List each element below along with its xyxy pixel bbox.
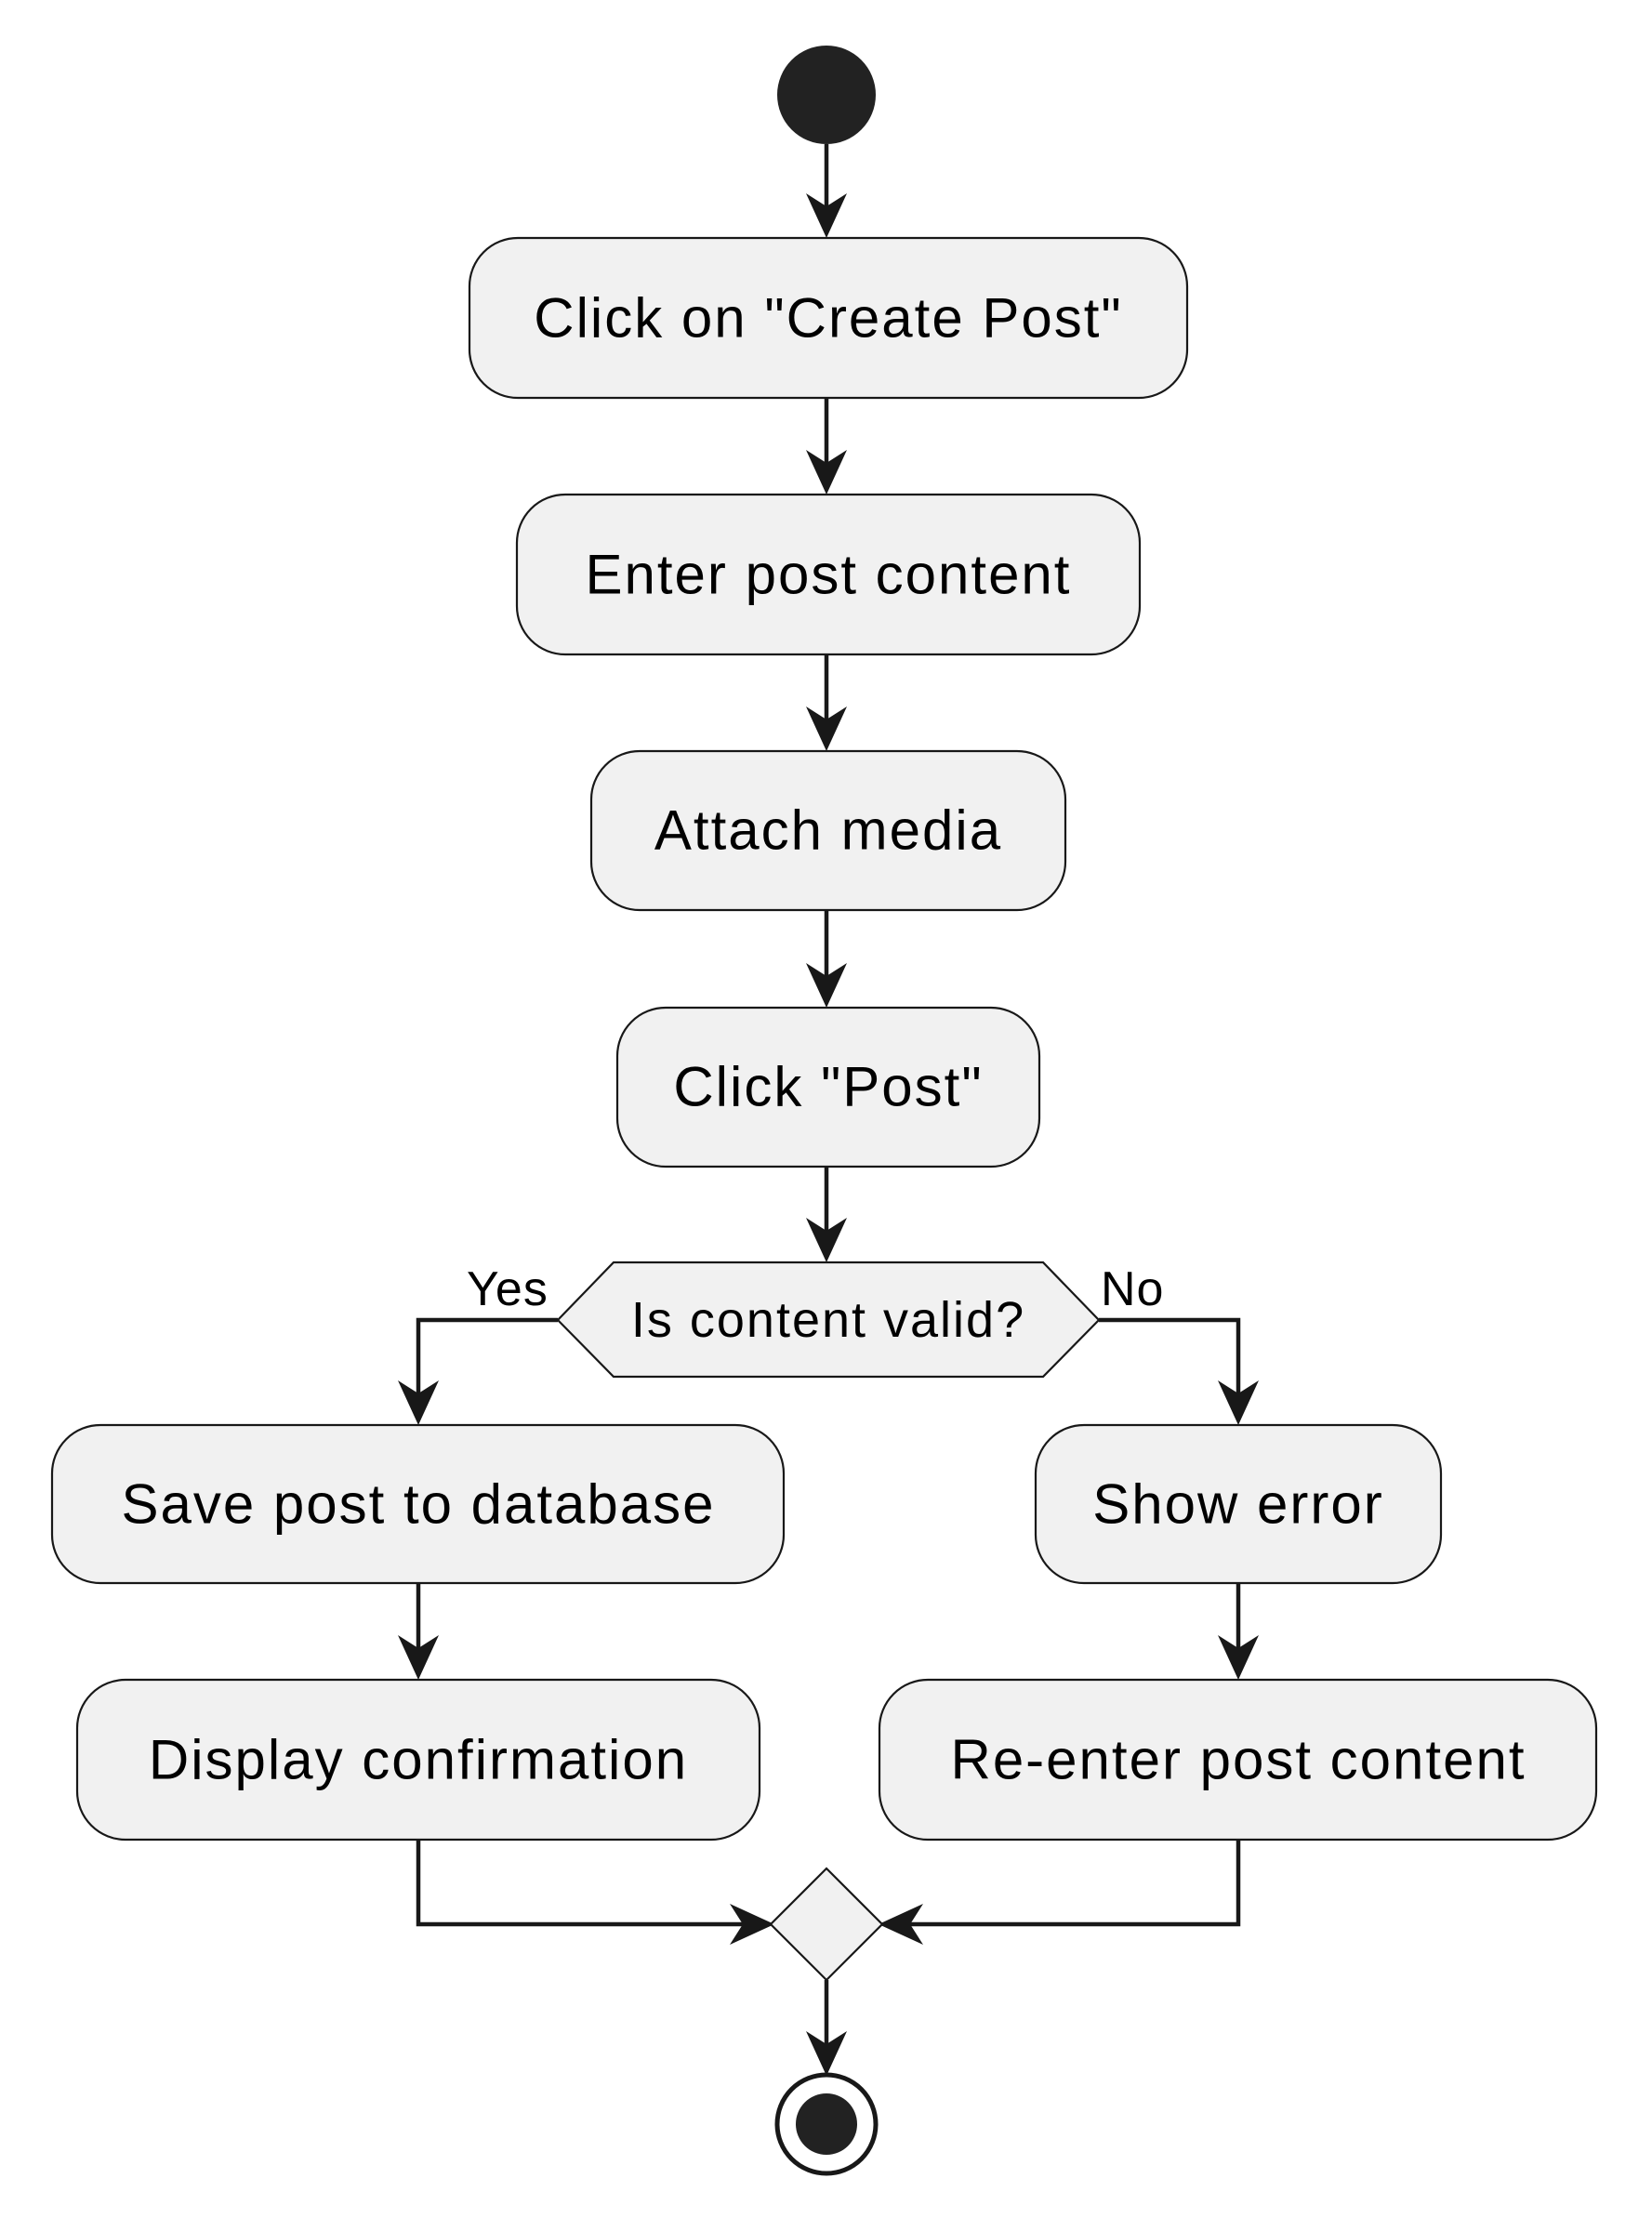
activity-attach-media: Attach media <box>589 749 1067 912</box>
activity-enter-post-content: Enter post content <box>515 493 1142 656</box>
decision-question: Is content valid? <box>631 1292 1025 1348</box>
arrowhead <box>806 450 847 495</box>
branch-label-no: No <box>1101 1262 1164 1316</box>
arrowhead <box>1218 1635 1259 1680</box>
activity-save-post: Save post to database <box>50 1423 786 1585</box>
merge-node <box>769 1867 884 1982</box>
arrowhead <box>398 1635 439 1680</box>
activity-label: Display confirmation <box>149 1729 688 1791</box>
activity-label: Attach media <box>654 799 1002 862</box>
activity-display-confirmation: Display confirmation <box>75 1678 761 1842</box>
branch-label-yes: Yes <box>467 1262 548 1316</box>
arrowhead <box>1218 1380 1259 1425</box>
activity-label: Show error <box>1092 1473 1383 1536</box>
activity-label: Click on "Create Post" <box>534 287 1122 350</box>
edge-confirmation-to-merge <box>416 1840 767 1927</box>
arrowhead <box>879 1904 923 1945</box>
activity-reenter-post-content: Re-enter post content <box>878 1678 1598 1842</box>
edge-decision-yes <box>416 1317 558 1418</box>
activity-label: Enter post content <box>586 544 1072 606</box>
activity-click-create-post: Click on "Create Post" <box>468 236 1189 400</box>
arrowhead <box>806 193 847 238</box>
decision-content-valid: Is content valid? <box>556 1261 1101 1379</box>
activity-label: Click "Post" <box>673 1056 983 1118</box>
end-node <box>774 2072 879 2176</box>
activity-click-post: Click "Post" <box>615 1006 1041 1168</box>
arrowhead <box>806 2031 847 2076</box>
start-node <box>777 46 876 144</box>
activity-show-error: Show error <box>1034 1423 1443 1585</box>
arrowhead <box>806 1218 847 1262</box>
edge-reenter-to-merge <box>886 1840 1241 1927</box>
arrowhead <box>806 706 847 751</box>
arrowhead <box>730 1904 774 1945</box>
activity-label: Re-enter post content <box>950 1729 1526 1791</box>
activity-label: Save post to database <box>121 1473 715 1536</box>
arrowhead <box>398 1380 439 1425</box>
arrowhead <box>806 963 847 1008</box>
edges <box>398 144 1259 2076</box>
edge-decision-no <box>1099 1317 1241 1418</box>
